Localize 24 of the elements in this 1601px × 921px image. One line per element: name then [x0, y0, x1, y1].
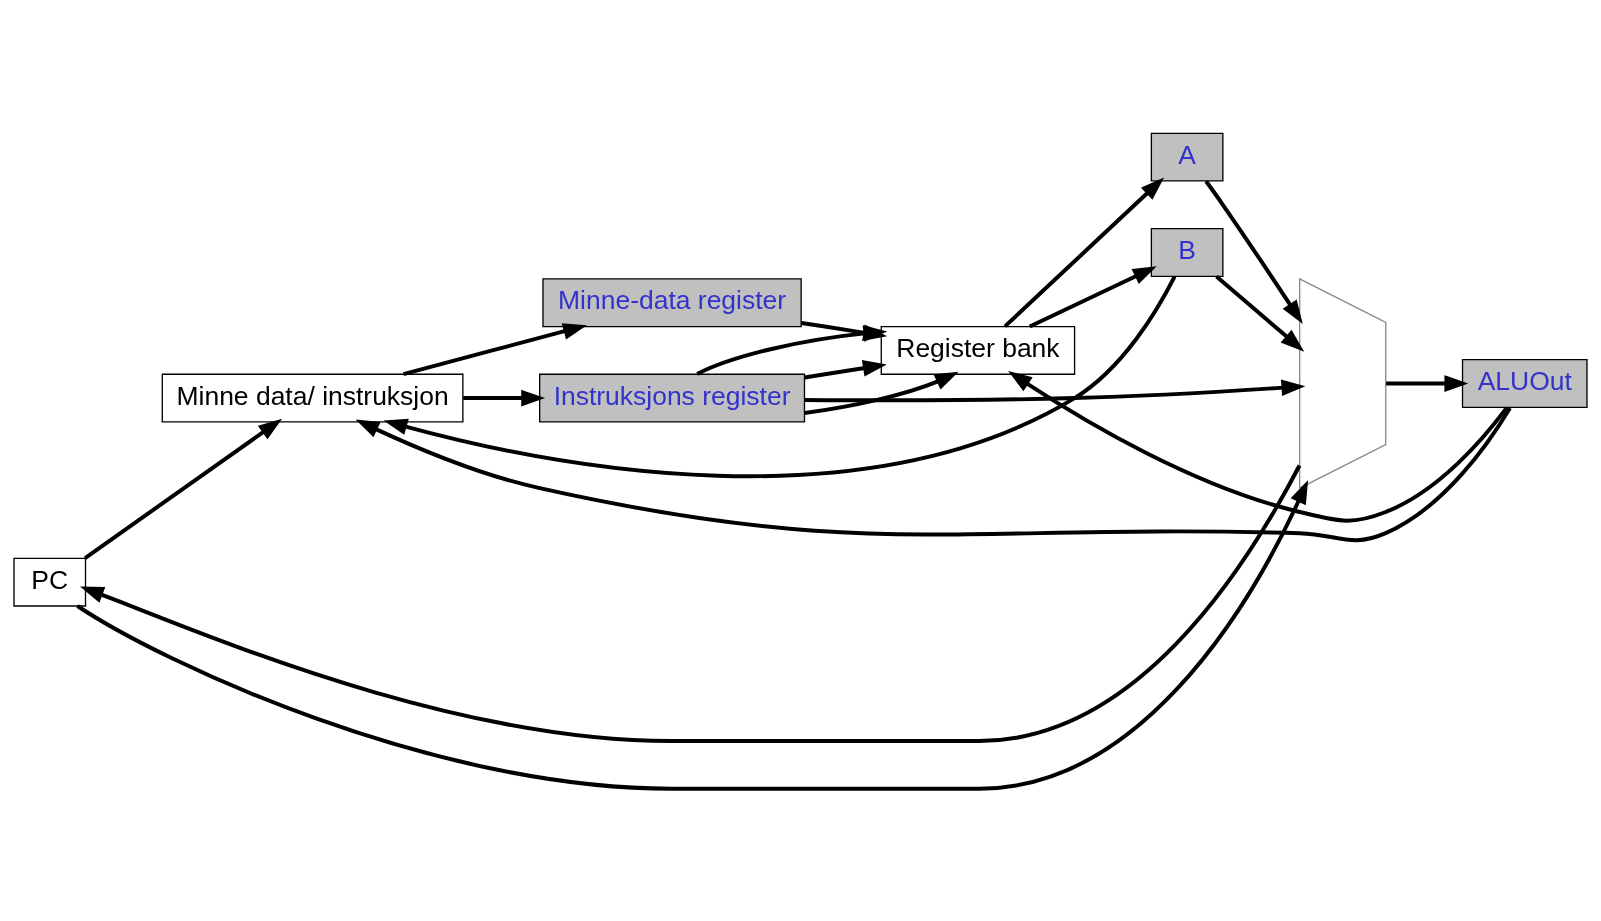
- arrow: [1003, 176, 1165, 328]
- arrow: [83, 418, 283, 560]
- node-trapezoid: [1299, 277, 1387, 489]
- node-box: A: [1150, 132, 1224, 182]
- node-box: Minne data/ instruksjon: [161, 373, 464, 423]
- node-box: Register bank: [880, 325, 1076, 375]
- arrow: [1028, 265, 1157, 328]
- arrow: [355, 406, 1512, 542]
- arrow: [80, 464, 1302, 743]
- arrow: [403, 322, 587, 376]
- arrow: [804, 371, 959, 415]
- node-box: ALUOut: [1461, 358, 1588, 408]
- node-box: Instruksjons register: [539, 373, 806, 423]
- node-box: PC: [13, 557, 87, 607]
- arrow: [463, 389, 546, 406]
- arrow: [804, 378, 1306, 402]
- arrow: [1215, 274, 1305, 352]
- arrow: [1008, 370, 1509, 523]
- arrow: [1386, 374, 1469, 392]
- arrow: [76, 479, 1309, 791]
- arrow: [1204, 179, 1303, 324]
- arrow: [804, 359, 887, 379]
- node-box: B: [1150, 227, 1224, 277]
- node-box: Minne-data register: [542, 277, 802, 327]
